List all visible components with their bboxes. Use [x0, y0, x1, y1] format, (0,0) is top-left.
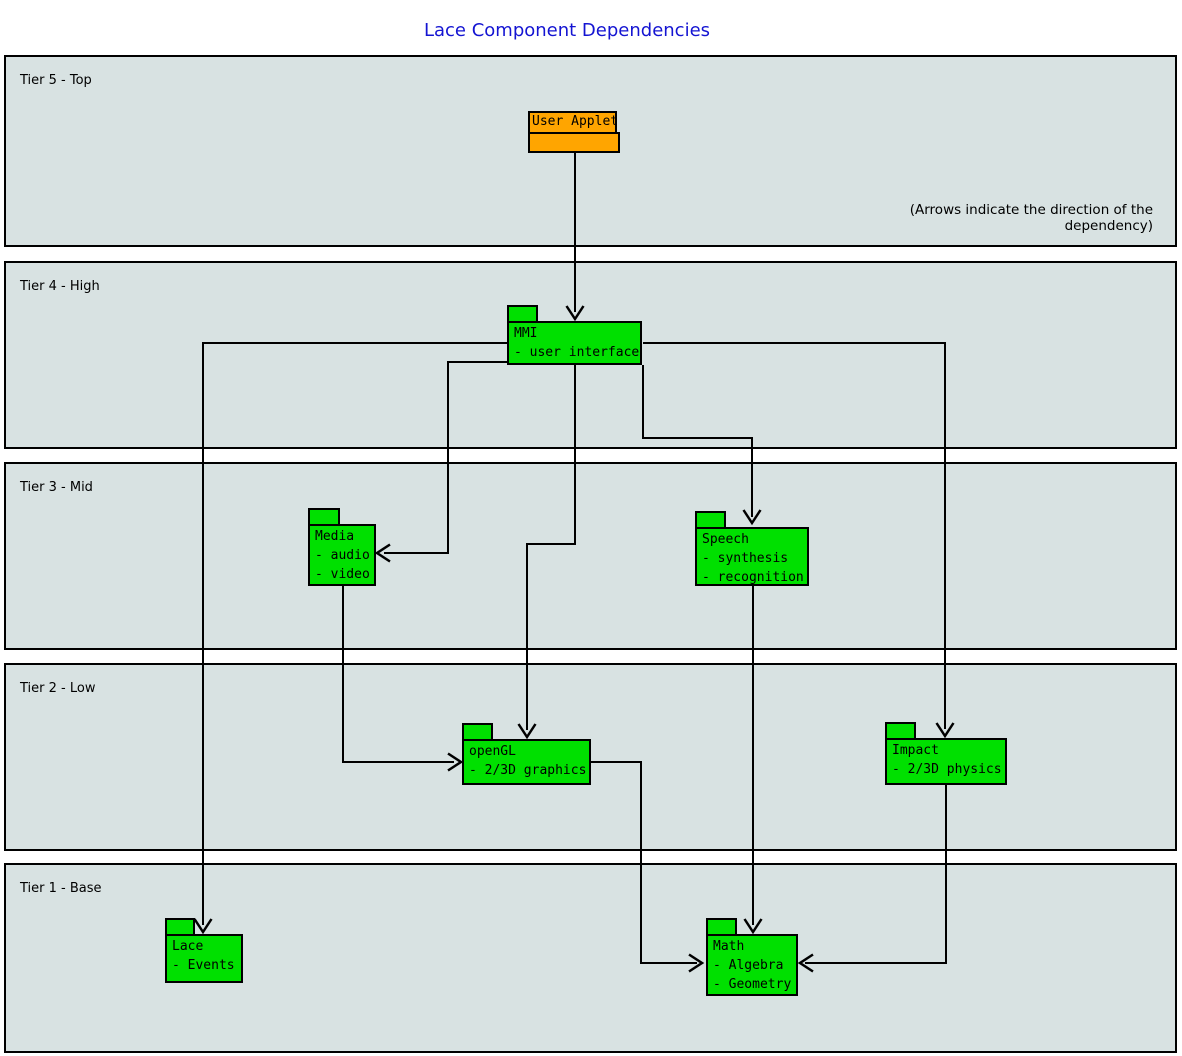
edge-mmi-to-impact: [643, 342, 955, 739]
component-media: Media - audio - video: [308, 524, 376, 586]
edge-mmi-to-media: [374, 361, 508, 563]
component-name: Math: [713, 939, 745, 954]
component-name: Media: [315, 529, 355, 544]
tier-label: Tier 2 - Low: [20, 681, 96, 696]
page-title: Lace Component Dependencies: [423, 20, 711, 41]
tier-label: Tier 3 - Mid: [20, 480, 93, 495]
tier-label: Tier 1 - Base: [20, 881, 102, 896]
component-name: Speech: [702, 532, 749, 547]
tier-label: Tier 5 - Top: [20, 73, 92, 88]
tier-band-3: Tier 3 - Mid: [4, 462, 1177, 650]
component-speech: Speech - synthesis - recognition: [695, 527, 809, 586]
edge-mmi-to-speech: [642, 365, 762, 526]
component-opengl: openGL - 2/3D graphics: [462, 739, 591, 785]
component-detail: - user interface: [514, 345, 640, 360]
edge-impact-to-math: [797, 785, 947, 973]
component-mmi: MMI - user interface: [507, 321, 642, 365]
component-name: Impact: [892, 743, 939, 758]
edge-user-applet-to-mmi: [565, 153, 585, 322]
component-lace: Lace - Events: [165, 934, 243, 983]
edge-media-to-opengl: [342, 586, 464, 772]
component-detail: - 2/3D physics: [892, 762, 1002, 777]
component-name: openGL: [469, 744, 516, 759]
tier-label: Tier 4 - High: [20, 279, 100, 294]
component-detail: - Algebra: [713, 958, 784, 973]
component-detail: - Events: [172, 958, 235, 973]
edge-opengl-to-math: [591, 761, 705, 973]
component-math: Math - Algebra - Geometry: [706, 934, 798, 996]
dependency-note: (Arrows indicate the direction of the de…: [909, 202, 1153, 234]
component-name: Lace: [172, 939, 204, 954]
component-user-applet: User Applet: [528, 111, 618, 134]
component-detail: - recognition: [702, 570, 804, 585]
edge-speech-to-math: [743, 586, 763, 935]
component-detail: - 2/3D graphics: [469, 763, 587, 778]
component-user-applet-body: [528, 132, 620, 153]
component-detail: - Geometry: [713, 977, 792, 992]
component-detail: - synthesis: [702, 551, 789, 566]
edge-mmi-to-lace: [193, 342, 507, 935]
component-detail: - audio: [315, 548, 370, 563]
edge-mmi-to-opengl: [517, 365, 576, 740]
component-impact: Impact - 2/3D physics: [885, 738, 1007, 785]
component-detail: - video: [315, 567, 370, 582]
component-name: MMI: [514, 326, 538, 341]
